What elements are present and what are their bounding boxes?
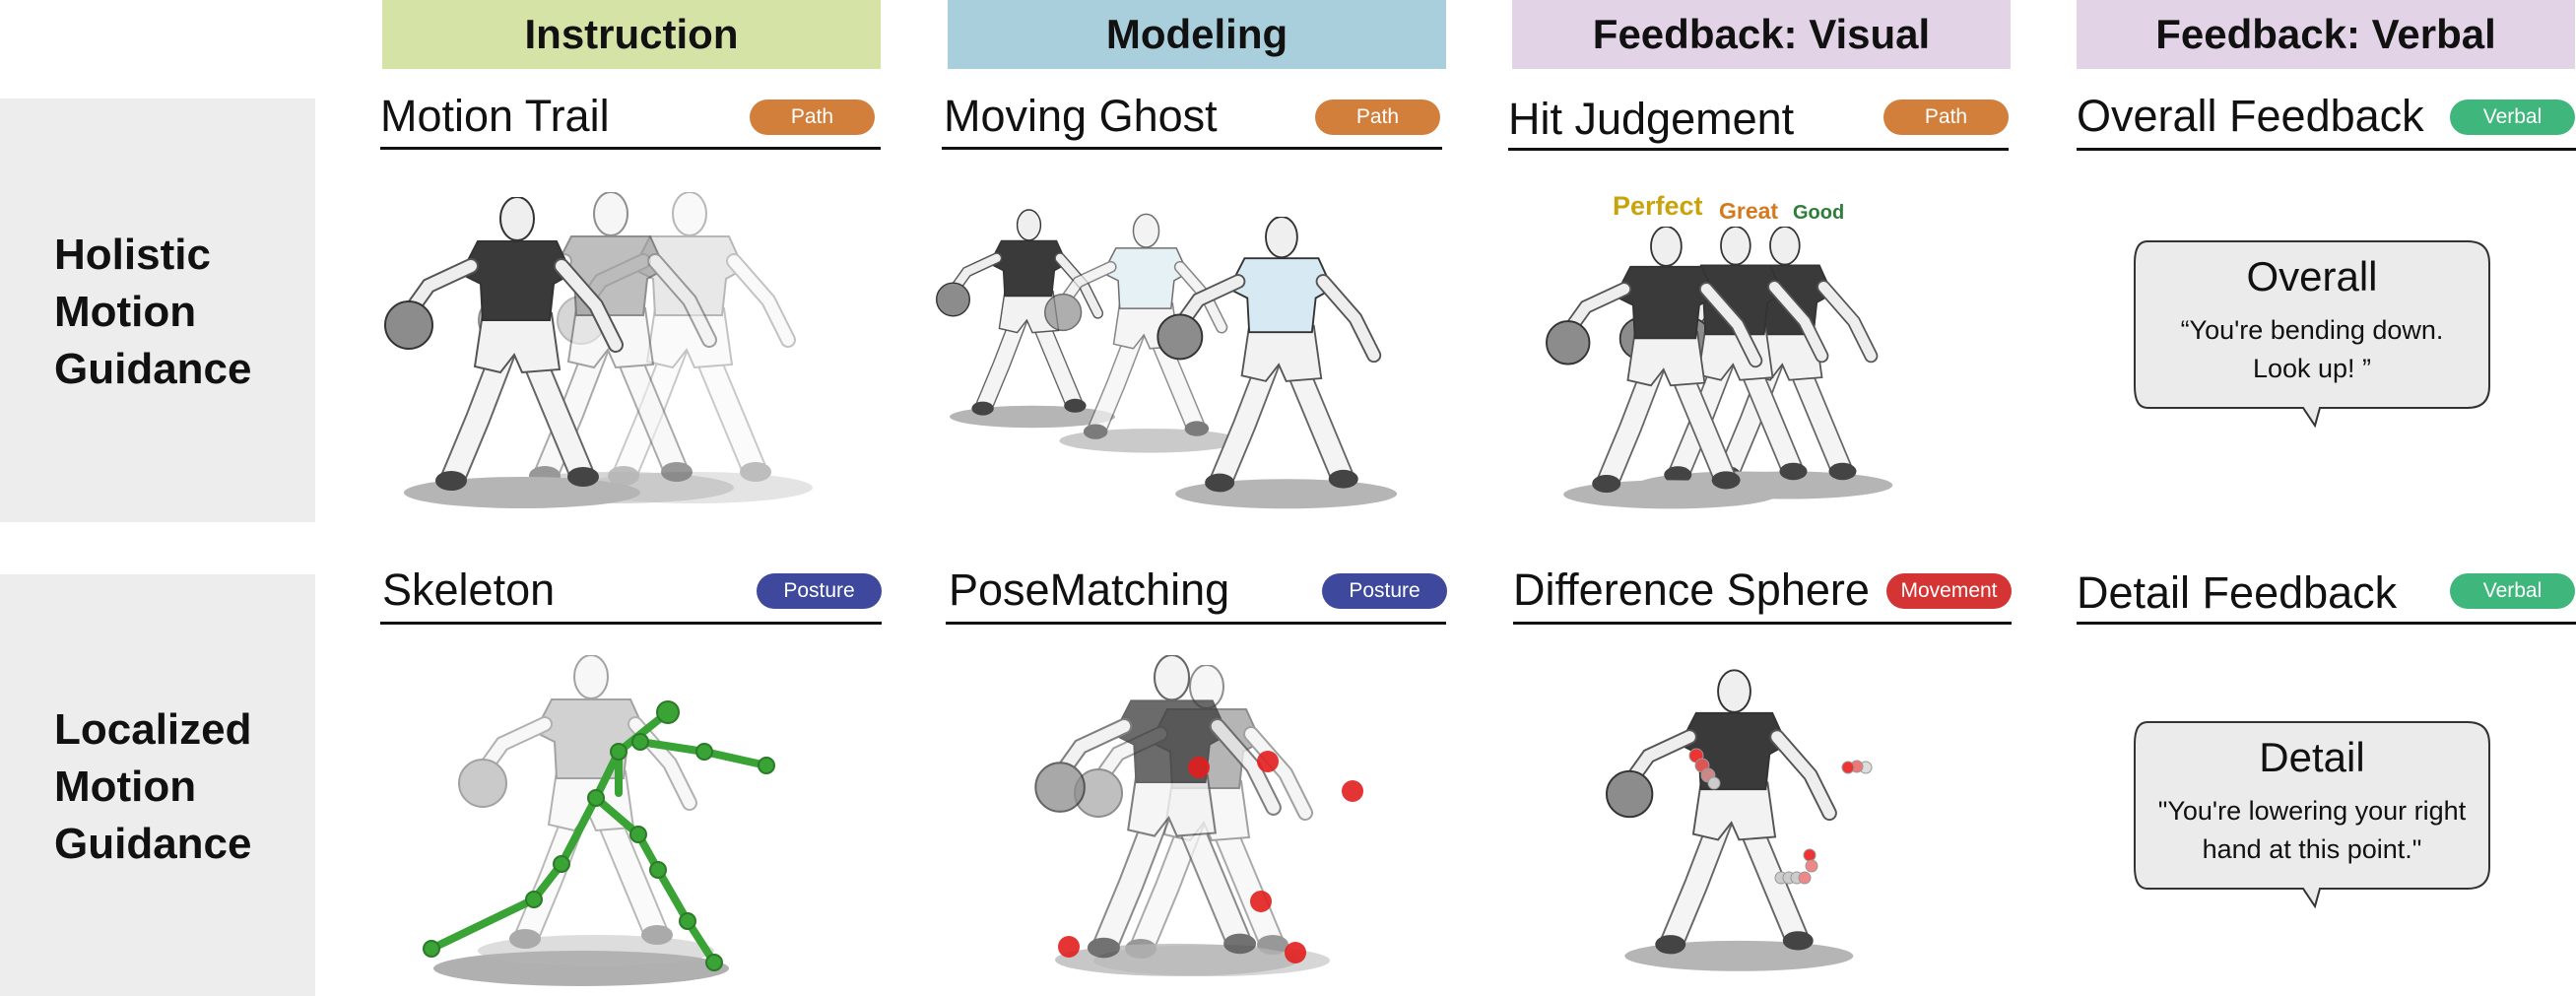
tag-posture: Posture	[757, 573, 882, 609]
cell-title-difference-sphere: Difference Sphere	[1513, 564, 1870, 615]
moving-ghost-illustration	[936, 207, 1448, 522]
pose-matching-illustration	[1000, 655, 1363, 990]
cell-title-pose-matching: PoseMatching	[949, 564, 1230, 615]
column-header-feedback-visual: Feedback: Visual	[1512, 0, 2011, 69]
tag-path: Path	[1315, 100, 1440, 135]
overall-speech-bubble: Overall “You're bending down. Look up! ”	[2134, 240, 2490, 429]
skeleton-illustration	[423, 655, 775, 986]
tag-verbal: Verbal	[2450, 573, 2575, 609]
cell-underline	[380, 147, 881, 150]
cell-title-skeleton: Skeleton	[382, 564, 556, 615]
cell-title-overall-feedback: Overall Feedback	[2077, 91, 2424, 141]
row-label-line: Localized	[54, 705, 252, 754]
tag-path: Path	[750, 100, 875, 135]
cell-title-detail-feedback: Detail Feedback	[2077, 567, 2398, 618]
rating-perfect: Perfect	[1613, 191, 1703, 221]
detail-speech-bubble: Detail "You're lowering your right hand …	[2134, 721, 2490, 909]
row-label-localized: Localized Motion Guidance	[54, 701, 252, 873]
cell-underline	[380, 622, 882, 625]
bubble-title: Overall	[2246, 253, 2377, 299]
row-band-holistic	[0, 99, 315, 522]
cell-underline	[946, 622, 1446, 625]
column-header-label: Modeling	[1105, 11, 1288, 57]
row-label-line: Guidance	[54, 820, 252, 868]
column-header-label: Instruction	[524, 11, 739, 57]
bubble-line: “You're bending down.	[2181, 315, 2444, 345]
rating-good: Good	[1793, 202, 1844, 224]
row-label-line: Guidance	[54, 345, 252, 393]
cell-underline	[942, 147, 1442, 150]
row-label-line: Motion	[54, 763, 197, 811]
bubble-title: Detail	[2259, 734, 2364, 780]
column-header-modeling: Modeling	[948, 0, 1446, 69]
cell-underline	[2077, 622, 2576, 625]
tag-verbal: Verbal	[2450, 100, 2575, 135]
bubble-line: "You're lowering your right	[2158, 796, 2467, 826]
difference-sphere-illustration	[1606, 665, 1873, 990]
bubble-line: Look up! ”	[2253, 354, 2371, 383]
tag-posture: Posture	[1322, 573, 1447, 609]
cell-title-motion-trail: Motion Trail	[380, 91, 610, 141]
column-header-label: Feedback: Verbal	[2155, 11, 2496, 57]
hit-judgement-illustration: Perfect Great Good	[1532, 191, 1975, 527]
cell-title-hit-judgement: Hit Judgement	[1508, 94, 1795, 144]
bubble-line: hand at this point."	[2203, 834, 2422, 864]
cell-underline	[1508, 148, 2009, 151]
cell-title-moving-ghost: Moving Ghost	[944, 91, 1218, 141]
row-band-localized	[0, 574, 315, 996]
row-label-line: Motion	[54, 288, 197, 336]
row-label-holistic: Holistic Motion Guidance	[54, 227, 252, 398]
column-header-feedback-verbal: Feedback: Verbal	[2077, 0, 2575, 69]
motion-trail-illustration	[384, 192, 857, 527]
row-label-line: Holistic	[54, 231, 211, 279]
column-header-instruction: Instruction	[382, 0, 881, 69]
cell-underline	[2077, 148, 2576, 151]
cell-underline	[1513, 622, 2012, 625]
tag-movement: Movement	[1886, 573, 2012, 609]
tag-path: Path	[1883, 100, 2009, 135]
rating-great: Great	[1719, 198, 1778, 224]
column-header-label: Feedback: Visual	[1592, 11, 1931, 57]
